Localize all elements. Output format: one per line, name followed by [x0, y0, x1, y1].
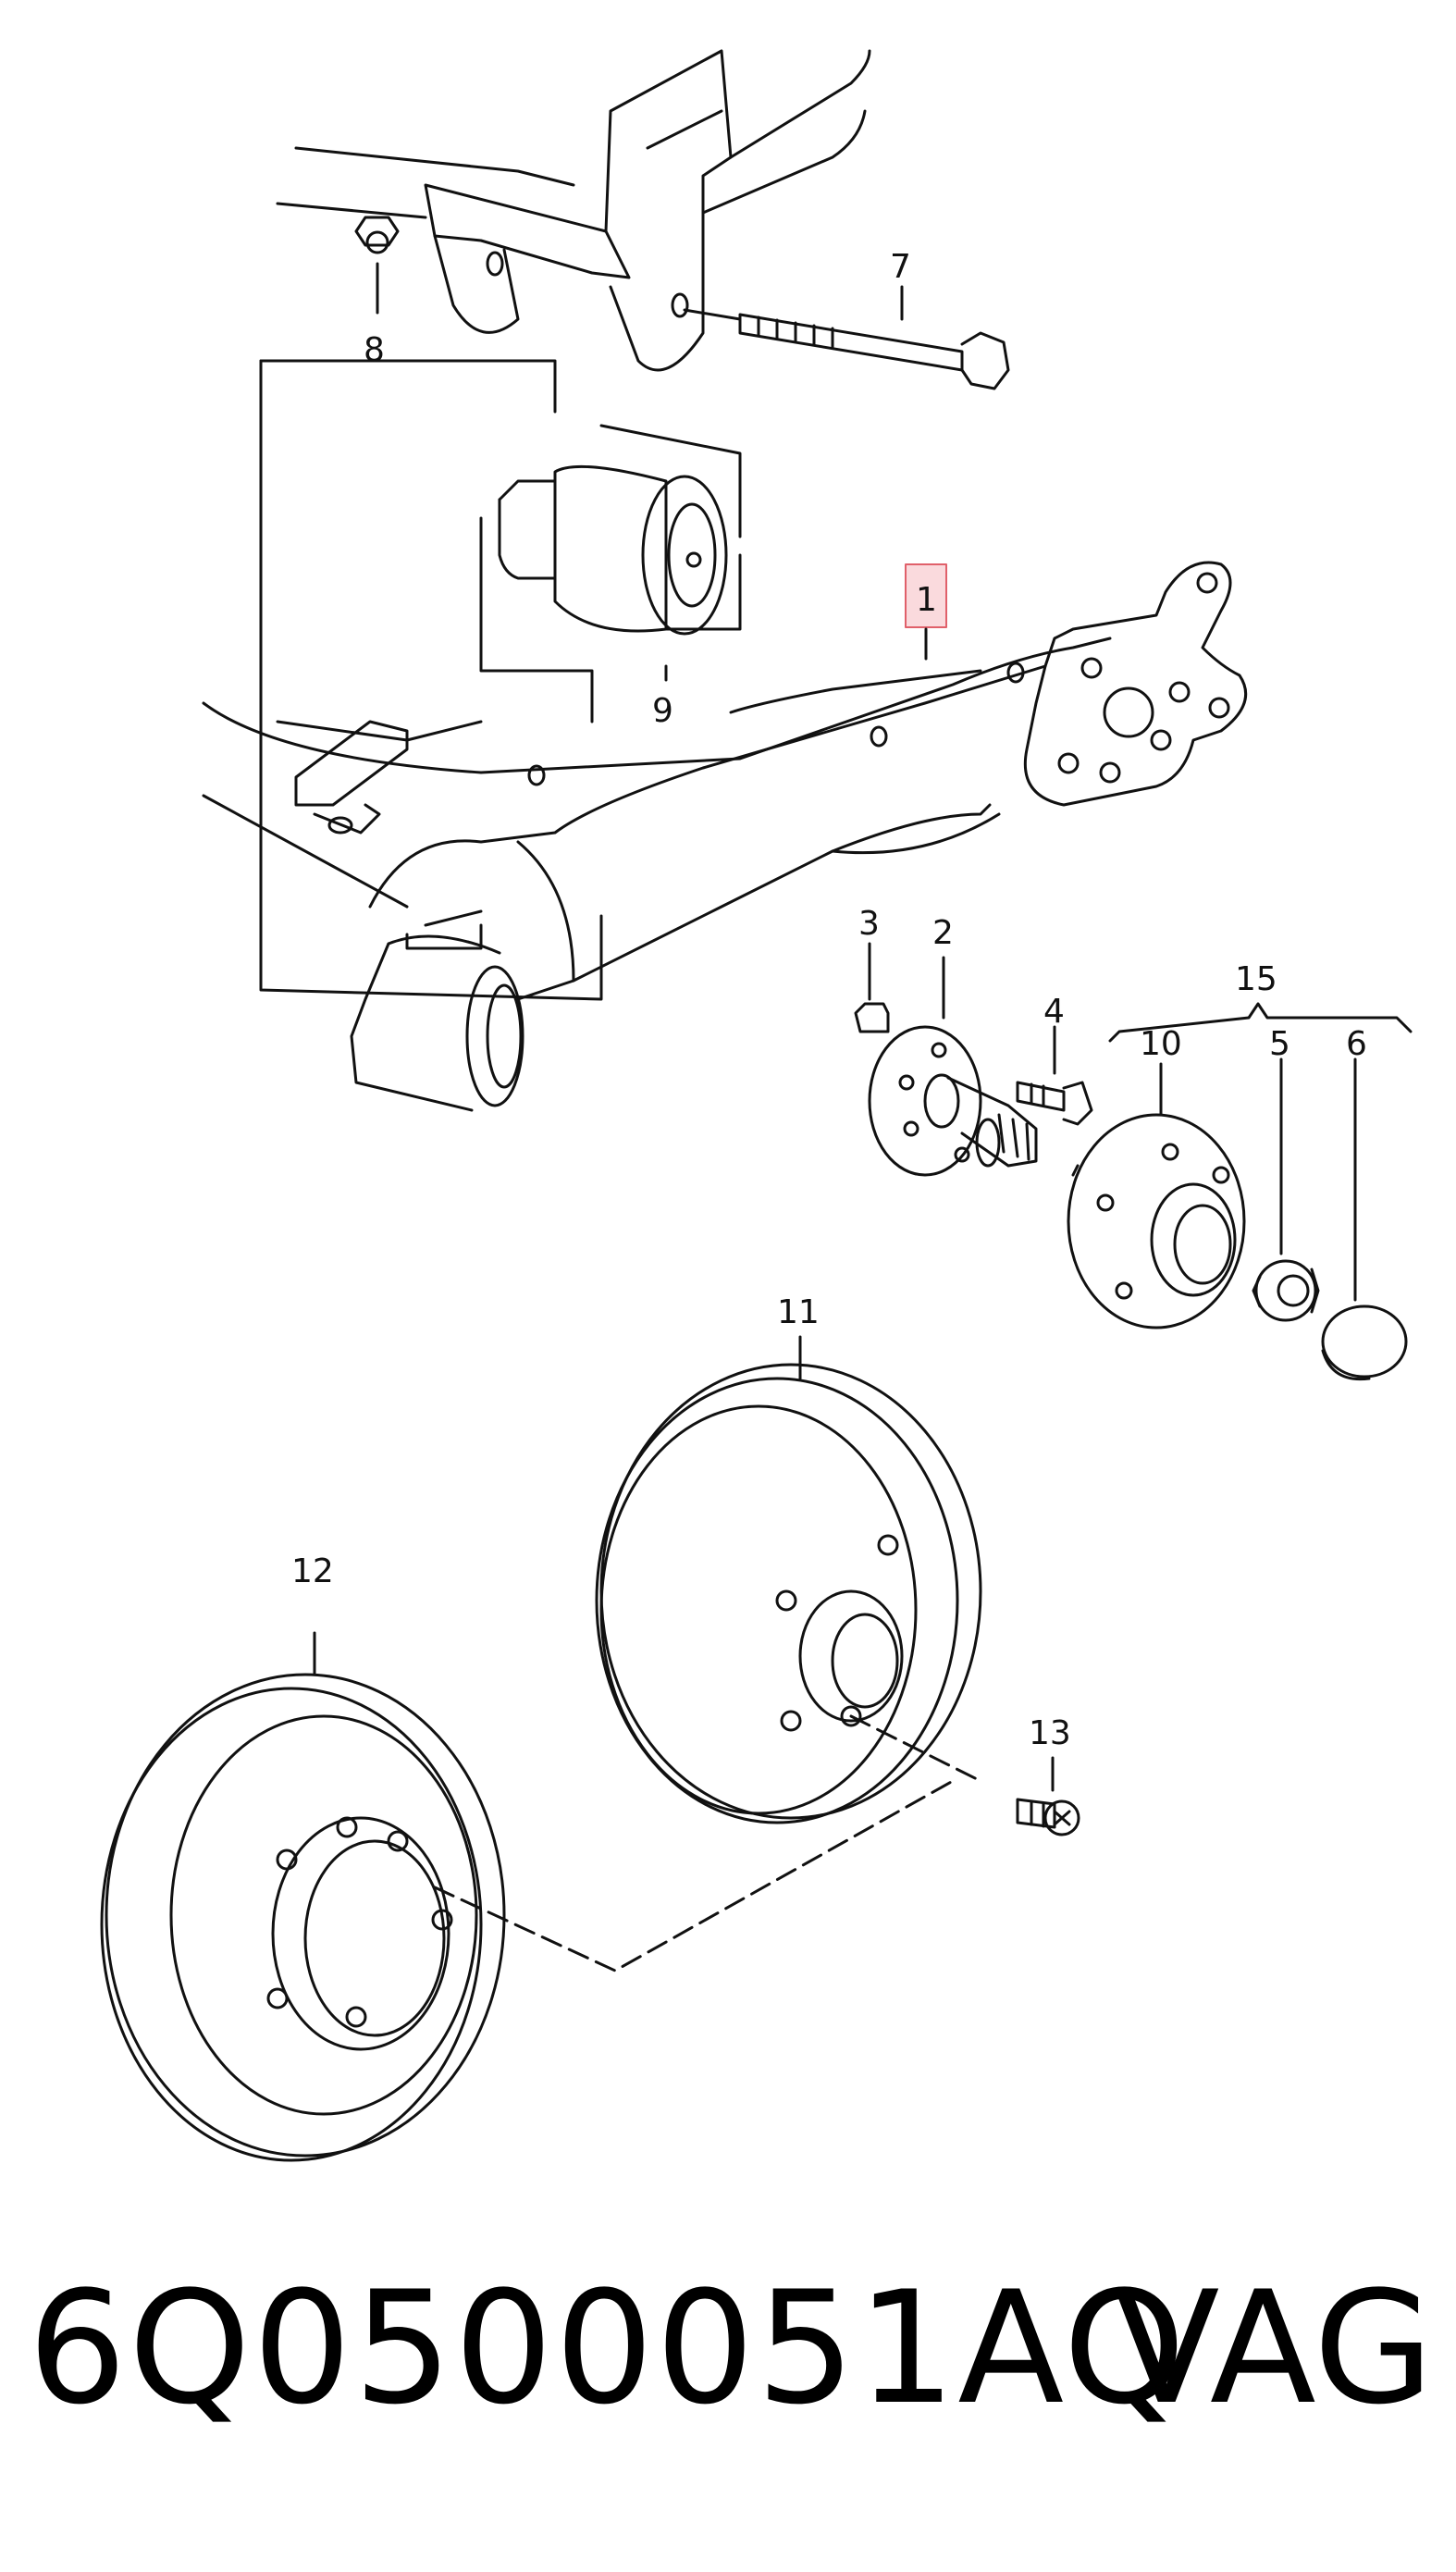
axle-nut-5: [1252, 1057, 1320, 1322]
part-caption: 6Q0500051AQ VAG: [28, 2257, 1434, 2461]
exploded-parts-diagram: 1 2 3 4 5 6 7 8 9 10 11 12 13 15: [100, 49, 1413, 2162]
trailing-arm-1: [202, 561, 1248, 1112]
bolt-4: [1016, 1025, 1093, 1126]
callout-3: 3: [858, 905, 880, 943]
part-number: 6Q0500051AQ: [28, 2257, 1188, 2439]
callout-2: 2: [932, 914, 954, 952]
callout-6: 6: [1346, 1025, 1367, 1063]
brand-name: VAG: [1113, 2257, 1434, 2439]
screw-13: [1016, 1756, 1080, 1836]
bushing-9: [479, 464, 742, 723]
callout-5: 5: [1269, 1025, 1290, 1063]
body-mounting-bracket: [259, 49, 871, 1001]
callout-1: 1: [916, 581, 937, 619]
nut-8: [354, 216, 400, 315]
callout-15: 15: [1235, 960, 1277, 998]
callout-8: 8: [364, 331, 385, 369]
dust-cap-6: [1321, 1057, 1408, 1381]
bracket-15: [1108, 1002, 1413, 1043]
callout-12: 12: [291, 1552, 334, 1590]
brake-disc-12: [100, 1631, 955, 2162]
callout-4: 4: [1043, 993, 1065, 1031]
callout-10: 10: [1140, 1025, 1182, 1063]
callout-13: 13: [1029, 1714, 1071, 1752]
callout-7: 7: [890, 248, 911, 286]
callout-1-highlight: [905, 563, 947, 628]
wheel-hub-10: [1067, 1062, 1246, 1329]
brake-drum-11: [595, 1335, 982, 1824]
callout-9: 9: [652, 692, 673, 730]
callout-11: 11: [777, 1293, 820, 1331]
bolt-7: [683, 285, 1010, 390]
stub-axle-2: [854, 942, 1038, 1177]
callout-labels: 1 2 3 4 5 6 7 8 9 10 11 12 13 15: [291, 248, 1367, 1752]
